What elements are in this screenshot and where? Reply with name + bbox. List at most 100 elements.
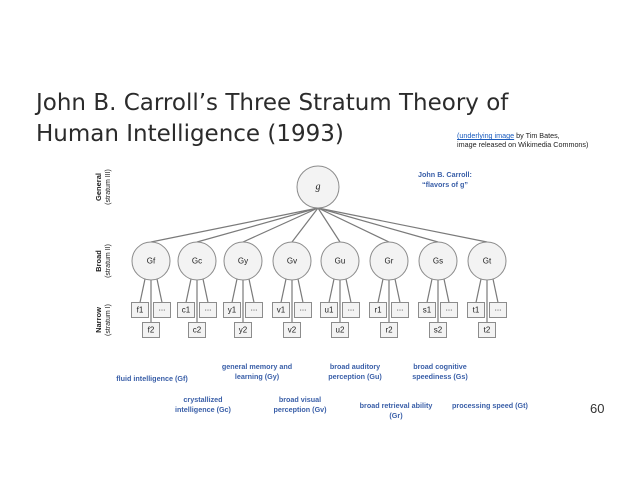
edge-broad-narrow bbox=[377, 278, 384, 303]
credit-license: image released on Wikimedia Commons) bbox=[457, 140, 589, 149]
broad-node-label: Gt bbox=[483, 257, 492, 266]
narrow-box-label: ... bbox=[205, 304, 212, 313]
annotation-label: broad auditory bbox=[330, 362, 380, 371]
narrow-box-label: y1 bbox=[228, 306, 237, 315]
edge-broad-narrow bbox=[345, 278, 352, 303]
narrow-box-label: u2 bbox=[336, 326, 345, 335]
edge-broad-narrow bbox=[248, 278, 255, 303]
narrow-box bbox=[283, 322, 301, 338]
narrow-box bbox=[440, 302, 458, 318]
annotation-label: processing speed (Gt) bbox=[452, 401, 528, 410]
narrow-box bbox=[320, 302, 338, 318]
annotation-label: (Gr) bbox=[389, 411, 403, 420]
edge-g-Gf bbox=[150, 207, 319, 243]
narrow-box bbox=[391, 302, 409, 318]
narrow-box bbox=[489, 302, 507, 318]
narrow-box-label: c2 bbox=[193, 326, 202, 335]
narrow-box-label: t1 bbox=[473, 306, 480, 315]
broad-node-label: Gy bbox=[238, 257, 248, 266]
annotation-label: speediness (Gs) bbox=[412, 372, 468, 381]
narrow-box bbox=[223, 302, 241, 318]
edge-broad-narrow bbox=[185, 278, 192, 303]
narrow-box bbox=[380, 322, 398, 338]
broad-node-label: Gc bbox=[192, 257, 202, 266]
edge-broad-narrow bbox=[202, 278, 209, 303]
edge-broad-narrow bbox=[475, 278, 482, 303]
narrow-box bbox=[478, 322, 496, 338]
general-node-label: g bbox=[316, 182, 321, 193]
narrow-box bbox=[418, 302, 436, 318]
edge-broad-narrow bbox=[156, 278, 163, 303]
narrow-box-label: s2 bbox=[434, 326, 443, 335]
broad-node-label: Gs bbox=[433, 257, 443, 266]
narrow-box-label: ... bbox=[159, 304, 166, 313]
narrow-box-label: u1 bbox=[325, 306, 334, 315]
narrow-box bbox=[245, 302, 263, 318]
annotation-label: broad visual bbox=[279, 395, 321, 404]
narrow-box bbox=[331, 322, 349, 338]
underlying-image-link[interactable]: (underlying image bbox=[457, 131, 515, 140]
broad-node-Gt bbox=[467, 241, 507, 281]
narrow-box-label: r1 bbox=[374, 306, 382, 315]
annotation-label: perception (Gu) bbox=[328, 372, 382, 381]
broad-node-Gc bbox=[177, 241, 217, 281]
annotation-label: crystallized bbox=[183, 395, 222, 404]
edge-g-Gu bbox=[317, 207, 341, 243]
annotation-label: general memory and bbox=[222, 362, 292, 371]
broad-node-label: Gu bbox=[335, 257, 346, 266]
narrow-box-label: f2 bbox=[148, 326, 155, 335]
title-line-2: Human Intelligence (1993) bbox=[36, 121, 344, 147]
narrow-box-label: ... bbox=[397, 304, 404, 313]
narrow-box-label: y2 bbox=[239, 326, 248, 335]
general-node bbox=[296, 165, 340, 209]
narrow-box-label: v2 bbox=[288, 326, 297, 335]
narrow-box-label: ... bbox=[495, 304, 502, 313]
annotation-label: perception (Gv) bbox=[273, 405, 327, 414]
broad-node-Gs bbox=[418, 241, 458, 281]
edge-broad-narrow bbox=[394, 278, 401, 303]
edge-g-Gy bbox=[242, 207, 319, 243]
edge-g-Gr bbox=[317, 207, 390, 243]
carroll-note-line-1: John B. Carroll: bbox=[418, 170, 472, 179]
broad-node-Gv bbox=[272, 241, 312, 281]
stratum-label-general: General bbox=[94, 173, 103, 201]
edge-broad-narrow bbox=[426, 278, 433, 303]
broad-node-Gf bbox=[131, 241, 171, 281]
stratum-label-narrow: Narrow bbox=[94, 307, 103, 333]
narrow-box-label: v1 bbox=[277, 306, 286, 315]
edge-broad-narrow bbox=[297, 278, 304, 303]
annotation-label: broad cognitive bbox=[413, 362, 467, 371]
stratum-label-broad: Broad bbox=[94, 250, 103, 272]
edge-broad-narrow bbox=[492, 278, 499, 303]
narrow-box-label: t2 bbox=[484, 326, 491, 335]
edge-g-Gc bbox=[196, 207, 319, 243]
narrow-box bbox=[234, 322, 252, 338]
broad-node-label: Gv bbox=[287, 257, 297, 266]
narrow-box bbox=[369, 302, 387, 318]
edge-broad-narrow bbox=[231, 278, 238, 303]
edge-broad-narrow bbox=[328, 278, 335, 303]
broad-node-label: Gf bbox=[147, 257, 156, 266]
narrow-box bbox=[188, 322, 206, 338]
edge-g-Gv bbox=[291, 207, 319, 243]
narrow-box-label: ... bbox=[251, 304, 258, 313]
narrow-box bbox=[429, 322, 447, 338]
edge-broad-narrow bbox=[280, 278, 287, 303]
narrow-box bbox=[272, 302, 290, 318]
narrow-box-label: ... bbox=[446, 304, 453, 313]
edge-g-Gt bbox=[317, 207, 488, 243]
title-line-1: John B. Carroll’s Three Stratum Theory o… bbox=[36, 90, 509, 116]
broad-node-Gy bbox=[223, 241, 263, 281]
narrow-box-label: f1 bbox=[137, 306, 144, 315]
slide-title: John B. Carroll’s Three Stratum Theory o… bbox=[36, 88, 556, 150]
narrow-box-label: ... bbox=[300, 304, 307, 313]
annotation-label: broad retrieval ability bbox=[360, 401, 433, 410]
narrow-box-label: r2 bbox=[385, 326, 393, 335]
narrow-box bbox=[467, 302, 485, 318]
stratum-sub-general: (stratum III) bbox=[105, 169, 112, 205]
image-credit: (underlying image by Tim Bates, image re… bbox=[457, 131, 588, 149]
narrow-box bbox=[142, 322, 160, 338]
narrow-box-label: ... bbox=[348, 304, 355, 313]
edge-broad-narrow bbox=[139, 278, 146, 303]
